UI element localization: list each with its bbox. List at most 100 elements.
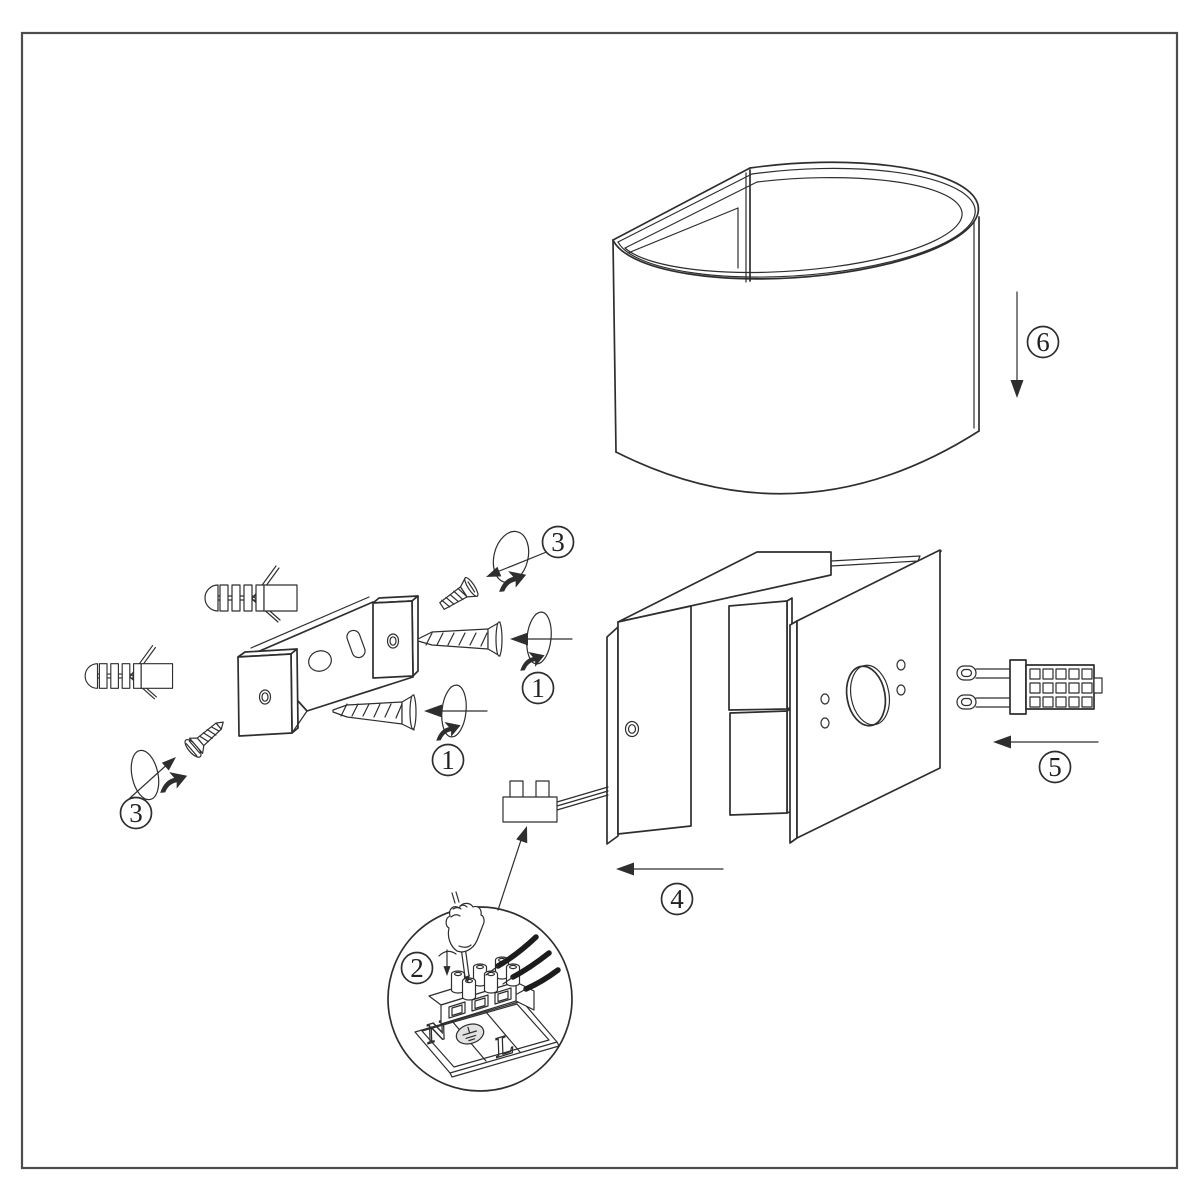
step-4-arrow	[616, 862, 724, 876]
hand-fingers	[450, 904, 472, 948]
screw-head-face	[409, 694, 417, 730]
machine-screw-lower	[184, 721, 224, 758]
step-6-arrow	[1010, 291, 1024, 398]
screwdriver-tip	[464, 975, 470, 983]
callout-3-lower-number: 3	[129, 798, 143, 828]
bulb-pin-loop-inner	[960, 668, 973, 678]
housing-upper	[728, 600, 788, 711]
shade-back-panel-bottom	[627, 207, 739, 254]
screw-threads	[198, 726, 220, 743]
leader-line	[129, 760, 172, 799]
leader-line	[491, 550, 550, 575]
detail-mains-wires	[485, 934, 561, 995]
screw-slot	[467, 581, 476, 593]
front-plate-hole	[820, 693, 830, 705]
bulb-tip	[1093, 677, 1103, 694]
callout-circle	[660, 882, 694, 916]
bracket-web-hole	[308, 650, 332, 672]
callout-circle	[1026, 325, 1060, 359]
wood-screw-lower	[332, 694, 417, 731]
front-plate-side	[789, 620, 798, 844]
callout-5-badge: 5	[1038, 750, 1072, 784]
arrow-head	[993, 735, 1011, 749]
rotation-ellipse	[130, 749, 160, 801]
body-inner-plate-edge	[830, 555, 921, 567]
screw-threads	[425, 632, 499, 647]
g9-bulb	[956, 659, 1103, 715]
callout-circle	[400, 951, 434, 985]
back-plate-hole	[624, 720, 640, 738]
wood-screw-upper	[417, 621, 503, 657]
plug-rib	[255, 584, 265, 612]
rotation-indicator-screw-lower-3	[129, 749, 190, 801]
machine-screw-upper	[439, 576, 479, 610]
bracket-web-slot	[346, 629, 366, 659]
front-plate-hole	[896, 659, 906, 671]
callout-circle	[521, 671, 555, 705]
plug-rib	[121, 663, 131, 689]
detail-plate-thickness	[449, 1041, 560, 1078]
screw-shaft	[332, 701, 403, 725]
lamp-body	[606, 549, 942, 845]
hand	[445, 902, 485, 953]
hand-outline	[445, 902, 485, 953]
bracket-web-top-thickness	[250, 596, 370, 649]
plug-rib	[133, 663, 142, 689]
detail-circle-outline	[387, 906, 573, 1092]
leader-line	[497, 833, 524, 911]
shade-bottom-edge	[615, 430, 980, 495]
screw-threads	[340, 703, 414, 719]
wiring-detail-circle: N L	[387, 891, 573, 1092]
shade-back-top-inner	[617, 173, 753, 243]
shade-back-inside-edge	[624, 181, 758, 249]
figure-border	[20, 31, 1179, 1170]
detail-block-holes	[448, 987, 512, 1019]
callout-3-lower-badge: 3	[119, 796, 153, 830]
front-plate-hole	[820, 717, 830, 729]
body-top-face	[617, 551, 832, 623]
callout-2-number: 2	[410, 953, 424, 983]
callout-4-number: 4	[670, 884, 684, 914]
wall-plug-lower	[84, 645, 174, 700]
plug-rib	[243, 584, 253, 612]
back-plate	[617, 605, 692, 835]
callout-4-badge: 4	[660, 882, 694, 916]
socket-hole-depth	[849, 664, 891, 726]
bulb-body	[1025, 664, 1095, 710]
arrow-head	[1010, 380, 1024, 398]
arrow-head	[443, 966, 451, 976]
bulb-pin-wires	[975, 668, 1011, 708]
rotation-indicator-screw-upper-3	[484, 530, 550, 593]
mounting-bracket	[237, 595, 419, 737]
shade-side-left	[612, 239, 617, 453]
bracket-left-hole-inner	[261, 692, 269, 702]
bracket-right-flange	[372, 600, 414, 679]
callout-circle	[119, 796, 153, 830]
bulb-collar	[1009, 659, 1027, 715]
callout-circle	[541, 525, 575, 559]
terminal-tab	[509, 780, 524, 799]
rotation-indicator-wood-screw-lower	[424, 684, 488, 742]
arrow-head	[424, 704, 442, 718]
shade-back-top-edge	[612, 167, 751, 241]
callout-circle	[1038, 750, 1072, 784]
shade-rim-inside-edge	[624, 177, 963, 274]
earth-ground-icon	[455, 1023, 485, 1045]
wall-plug-upper	[204, 565, 298, 623]
arrow-head	[510, 632, 528, 646]
screw-slot	[185, 740, 201, 757]
rotation-ellipse	[441, 684, 467, 738]
rotation-arrow	[431, 717, 464, 742]
callout-circle	[431, 743, 465, 777]
terminal-block	[502, 780, 609, 823]
terminal-body	[502, 796, 558, 823]
callout-1-lower-badge: 1	[431, 743, 465, 777]
front-plate	[796, 549, 941, 839]
bracket-fold-edge	[291, 710, 308, 734]
callout-3-upper-number: 3	[551, 527, 565, 557]
arrow-head	[616, 862, 634, 876]
bracket-right-hole-inner	[389, 636, 397, 646]
bulb-pin-loop	[956, 694, 977, 710]
screwdriver	[451, 891, 470, 983]
back-plate-hole-inner	[627, 724, 637, 734]
